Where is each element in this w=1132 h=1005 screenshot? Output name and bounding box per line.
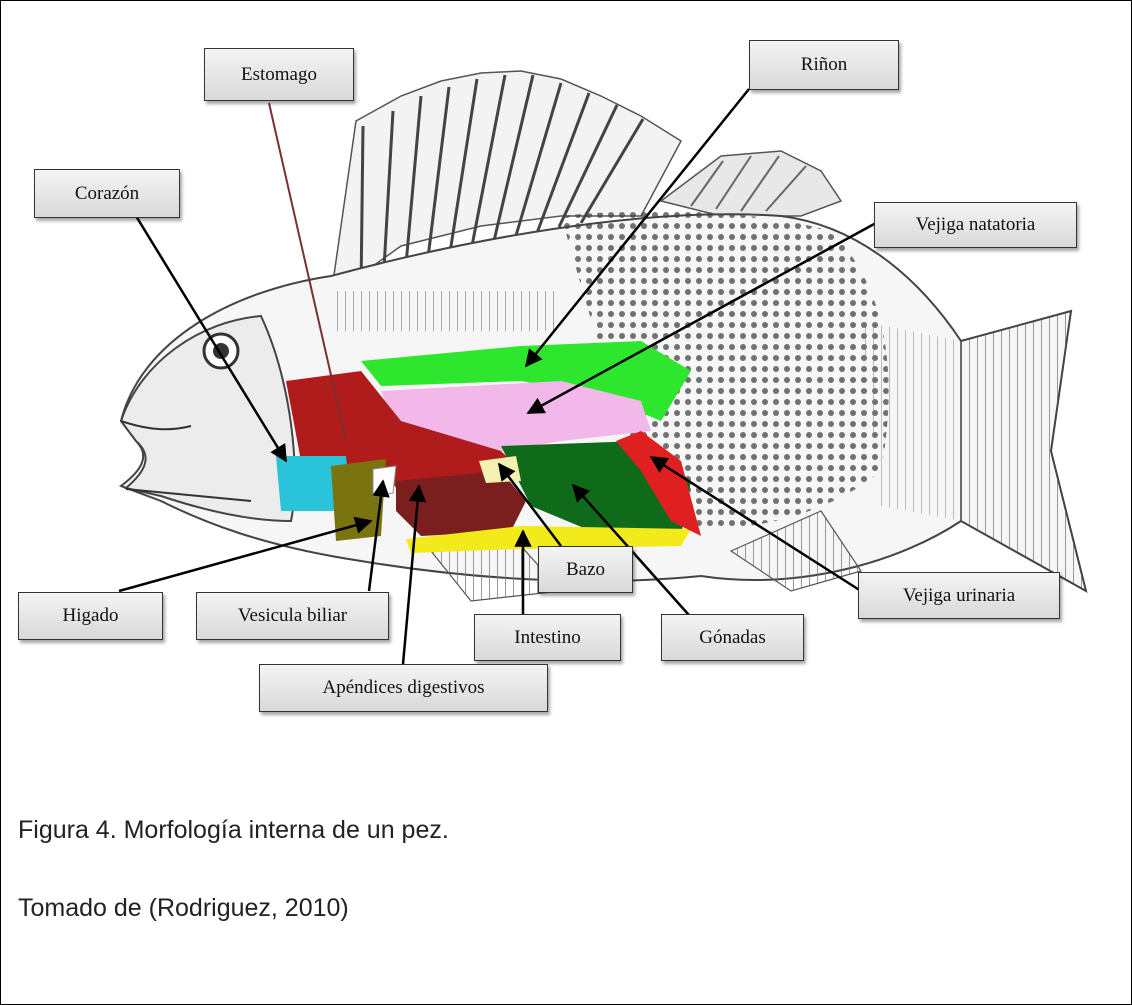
label-vejiga-urinaria: Vejiga urinaria	[858, 572, 1060, 619]
fish-head	[121, 316, 295, 521]
figure-source: Tomado de (Rodriguez, 2010)	[18, 894, 349, 923]
label-vejiga-natatoria: Vejiga natatoria	[874, 202, 1077, 248]
label-vesicula-biliar: Vesicula biliar	[196, 592, 389, 640]
label-gonadas: Gónadas	[661, 614, 804, 661]
label-bazo: Bazo	[538, 546, 633, 593]
gallbladder-organ	[373, 466, 396, 496]
figure-caption: Figura 4. Morfología interna de un pez.	[18, 816, 449, 845]
label-higado: Higado	[18, 592, 163, 640]
label-apendices-digestivos: Apéndices digestivos	[259, 664, 548, 712]
label-estomago: Estomago	[204, 48, 354, 101]
label-corazon: Corazón	[34, 169, 180, 218]
label-rinon: Riñon	[749, 40, 899, 90]
label-intestino: Intestino	[474, 614, 621, 661]
